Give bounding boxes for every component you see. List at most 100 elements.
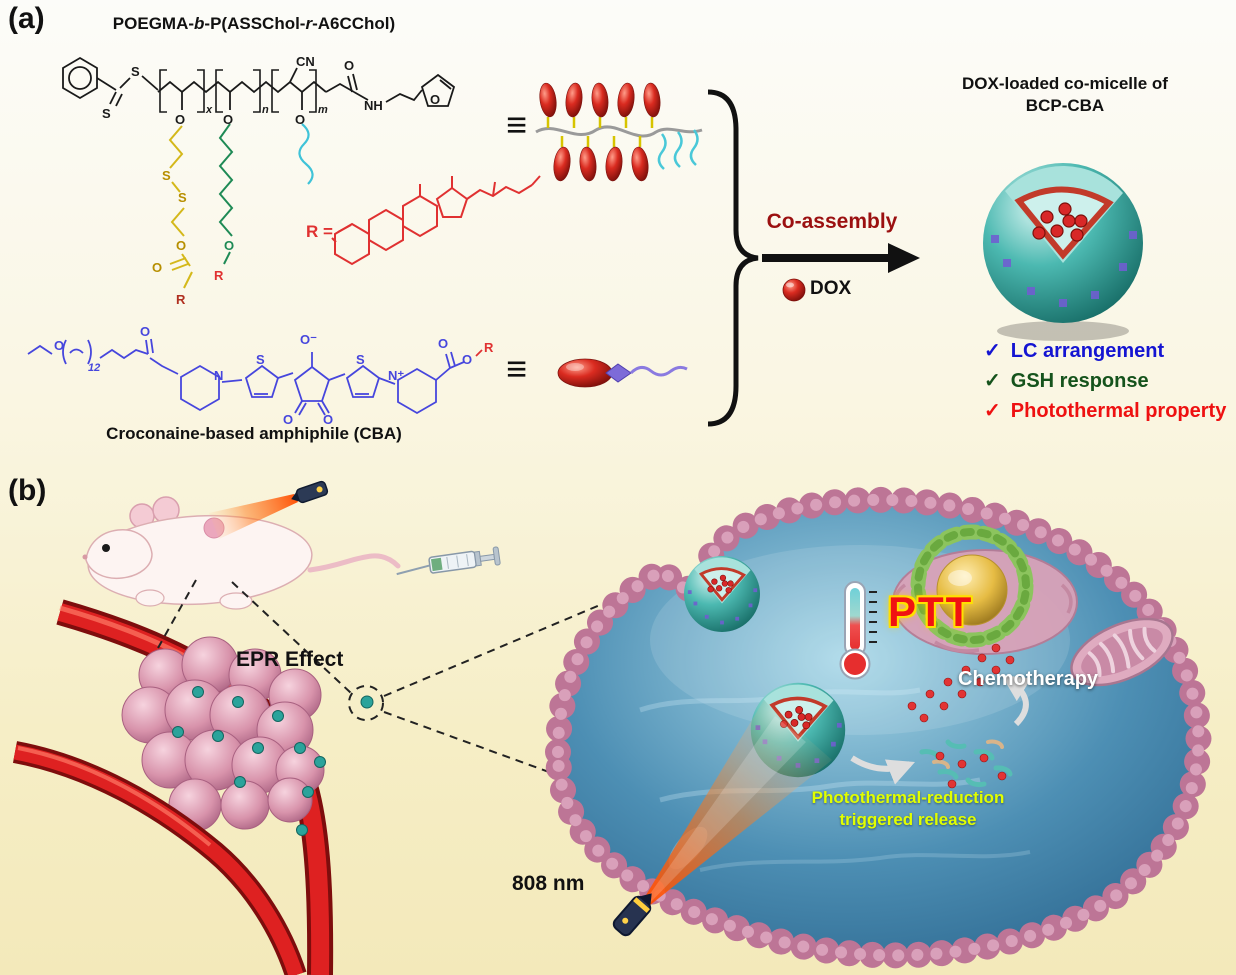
atom-label-o: O xyxy=(152,260,163,275)
feature-gsh-response: ✓ GSH response xyxy=(984,368,1149,393)
laser-wavelength-label: 808 nm xyxy=(512,872,585,895)
laser-beam-core xyxy=(645,716,806,905)
polymer-cartoon xyxy=(535,82,703,182)
mouse-nose xyxy=(82,554,88,560)
atom-label-cn: CN xyxy=(296,54,315,69)
feature-lc-arrangement: ✓ LC arrangement xyxy=(984,338,1164,363)
atom-label-o: O xyxy=(54,338,65,353)
subscript-12: 12 xyxy=(88,362,101,374)
furan-ring xyxy=(420,73,456,107)
atom-label-o: O xyxy=(438,336,449,351)
cholesteryl-chain xyxy=(218,123,234,265)
epr-effect-label: EPR Effect xyxy=(236,648,344,671)
co-assembly-arrow xyxy=(762,243,920,273)
mitochondria xyxy=(1070,617,1174,687)
subscript-n: n xyxy=(262,104,269,116)
atom-label-o: O xyxy=(140,324,151,339)
benzene-ring xyxy=(62,56,98,100)
disulfide-chain xyxy=(168,125,193,289)
atom-label-s: S xyxy=(256,352,265,367)
equivalence-symbol-top: ≡ xyxy=(506,104,528,145)
laser-beam-mouse xyxy=(209,494,298,539)
oeg-squiggles xyxy=(657,129,699,170)
atom-label-n-plus: N⁺ xyxy=(388,368,405,383)
atom-label-s: S xyxy=(356,352,365,367)
atom-label-o: O xyxy=(344,58,355,73)
micelle-title-line1: DOX-loaded co-micelle of xyxy=(962,74,1168,93)
atom-label-o: O xyxy=(283,412,294,427)
atom-label-r: R xyxy=(214,268,224,283)
atom-label-o-minus: O⁻ xyxy=(300,332,317,347)
chemotherapy-arrow xyxy=(1001,675,1032,727)
chemotherapy-label: Chemotherapy xyxy=(958,668,1099,690)
tumor-illustration xyxy=(121,636,325,832)
atom-label-o: O xyxy=(223,112,234,127)
subscript-m: m xyxy=(318,104,328,116)
cholesterol-structure xyxy=(331,175,541,266)
atom-label-s: S xyxy=(162,168,171,183)
cba-structure xyxy=(27,338,483,416)
atom-label-o: O xyxy=(323,412,334,427)
laser-button xyxy=(316,486,323,493)
blood-vessel-branch xyxy=(12,741,307,975)
atom-label-n: N xyxy=(214,368,224,383)
polymer-title: POEGMA-b-P(ASSChol-r-A6CChol) xyxy=(112,14,396,33)
mesogen-ellipsoids xyxy=(539,82,661,182)
atom-label-o: O xyxy=(295,112,306,127)
feature-label: GSH response xyxy=(1010,370,1149,392)
thermometer-icon xyxy=(839,581,877,680)
r-equals-label: R = xyxy=(306,222,333,241)
dox-label: DOX xyxy=(810,278,852,299)
feature-label: LC arrangement xyxy=(1010,340,1165,362)
atom-label-nh: NH xyxy=(364,98,383,113)
panel-a-label: (a) xyxy=(8,2,45,35)
repeat-unit-brackets xyxy=(159,69,317,113)
ptt-label: PTT xyxy=(888,588,974,635)
nucleus xyxy=(892,524,1078,655)
micelle-title-line2: BCP-CBA xyxy=(1025,96,1105,115)
release-label-line2: triggered release xyxy=(839,810,977,829)
micelle-in-cell-1 xyxy=(682,554,762,634)
mesogen-links xyxy=(546,117,654,147)
co-assembly-label: Co-assembly xyxy=(766,210,898,233)
atom-label-s: S xyxy=(178,190,187,205)
feature-label: Photothermal property xyxy=(1010,400,1227,422)
dox-release-dots xyxy=(907,643,1015,789)
atom-label-r: R xyxy=(484,340,494,355)
mouse-head xyxy=(85,529,153,580)
oeg-chain xyxy=(298,123,314,185)
nucleus-core xyxy=(936,554,1008,626)
panel-b-label: (b) xyxy=(8,474,47,507)
release-label-line1: Photothermal-reduction xyxy=(811,788,1005,807)
polymer-structure xyxy=(62,56,541,289)
cba-cartoon xyxy=(557,358,688,388)
atom-label-o: O xyxy=(224,238,235,253)
atom-label-o: O xyxy=(430,92,441,107)
laser-beam-main xyxy=(643,700,832,906)
handheld-laser-bottom xyxy=(612,893,652,937)
atom-label-s: S xyxy=(102,106,111,121)
handheld-laser-top xyxy=(291,480,329,504)
atom-label-o: O xyxy=(176,238,187,253)
micelle-fragments xyxy=(919,739,1013,788)
atom-label-o: O xyxy=(175,112,186,127)
laser-button xyxy=(622,917,629,924)
mouse-tail xyxy=(307,553,401,573)
grouping-brace xyxy=(707,89,759,427)
atom-label-o: O xyxy=(462,352,473,367)
check-icon: ✓ xyxy=(984,400,1001,422)
comicelle-illustration xyxy=(983,163,1143,341)
subscript-x: x xyxy=(206,104,213,116)
polymer-backbone xyxy=(157,80,327,94)
syringe-icon xyxy=(396,546,501,576)
atom-label-s: S xyxy=(131,64,140,79)
mouse-eye xyxy=(102,544,110,552)
cba-title: Croconaine-based amphiphile (CBA) xyxy=(106,424,402,443)
feature-photothermal: ✓ Photothermal property xyxy=(984,398,1226,423)
micelle-dots xyxy=(172,686,374,836)
check-icon: ✓ xyxy=(984,370,1001,392)
release-arrow xyxy=(850,755,916,785)
cell-illustration xyxy=(544,486,1212,969)
